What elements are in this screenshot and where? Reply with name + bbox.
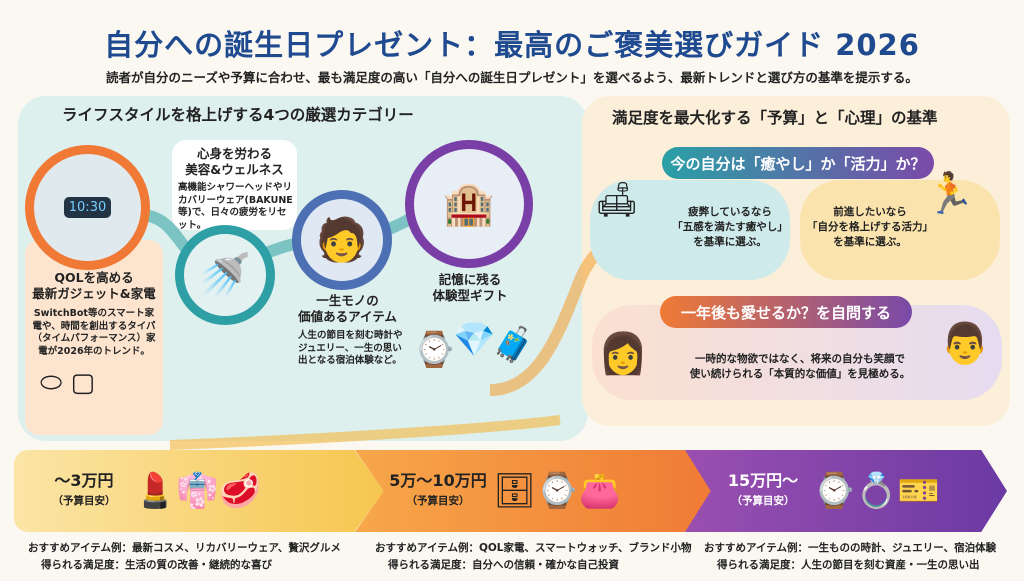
one-year-pill: 一年後も愛せるか？を自問する: [660, 296, 912, 328]
category-card-gadgets: [25, 240, 163, 435]
alarm-clock-icon: 10:30: [63, 197, 112, 218]
category-desc: 高機能シャワーヘッドやリカバリーウェア(BAKUNE等)で、日々の疲労をリセット…: [178, 182, 293, 231]
category-title-line: 美容&ウェルネス: [185, 162, 284, 177]
tier-price: 15万円〜 （予算目安）: [713, 471, 813, 511]
category-title: 記憶に残る体験型ギフト: [415, 272, 525, 304]
watch-icon: ⌚: [813, 471, 856, 511]
steak-plate-icon: 🥩: [218, 471, 262, 511]
person-shower-icon: 🧑: [292, 190, 392, 290]
smart-home-gadgets-icon: 10:30: [25, 145, 150, 270]
ring-icon: 💍: [855, 471, 898, 511]
one-year-text: 一時的な物欲ではなく、将来の自分も笑顔で使い続けられる「本質的な価値」を見極める…: [680, 352, 920, 382]
tier-note-high: おすすめアイテム例：一生ものの時計、ジュエリー、宿泊体験得られる満足度：人生の節…: [704, 540, 996, 574]
category-title-line: 記憶に残る: [438, 272, 502, 287]
woman-phone-icon: 👩: [598, 331, 648, 377]
page-subtitle: 読者が自分のニーズや予算に合わせ、最も満足度の高い「自分への誕生日プレゼント」を…: [106, 70, 918, 85]
category-title-line: 最新ガジェット&家電: [32, 286, 156, 301]
energy-text: 前進したいなら「自分を格上げする活力」を基準に選ぶ。: [800, 205, 940, 250]
category-card-wellness: [172, 140, 297, 230]
price-label: 5万〜10万円: [389, 471, 487, 490]
text-line: 「五感を満たす癒やし」: [672, 221, 788, 233]
healing-text: 疲弊しているなら「五感を満たす癒やし」を基準に選ぶ。: [660, 205, 800, 250]
tier-price: 〜3万円 （予算目安）: [34, 471, 134, 511]
ticket-icon: 🎫: [897, 471, 941, 511]
tier-band-mid: 5万〜10万円 （予算目安） 🗄⌚👛: [355, 450, 715, 532]
recommended-items: おすすめアイテム例：最新コスメ、リカバリーウェア、贅沢グルメ: [28, 542, 341, 554]
necklace-diamond-icon: 💎: [453, 320, 496, 360]
text-line: 「自分を格上げする活力」: [807, 221, 933, 233]
relaxing-person-icon: 🛋: [595, 180, 639, 220]
robot-vacuum-icon: ⬭ ▢: [40, 368, 96, 398]
suitcase-icon: 🧳: [492, 325, 535, 365]
page-title: 自分への誕生日プレゼント：最高のご褒美選びガイド 2026: [104, 28, 920, 62]
tier-band-high: 15万円〜 （予算目安） ⌚💍🎫: [685, 450, 1007, 532]
text-line: 使い続けられる「本質的な価値」を見極める。: [689, 368, 911, 380]
text-line: 前進したいなら: [833, 206, 907, 218]
price-label: 15万円〜: [727, 471, 799, 490]
air-purifier-icon: 🗄: [493, 471, 537, 511]
category-title: 一生モノの価値あるアイテム: [285, 293, 410, 325]
category-title: QOLを高める最新ガジェット&家電: [25, 270, 163, 302]
category-title-line: 一生モノの: [316, 293, 379, 308]
price-sub: （予算目安）: [406, 495, 470, 507]
wallet-icon: 👛: [578, 471, 621, 511]
price-label: 〜3万円: [54, 471, 114, 490]
hotel-room-icon: 🏨: [405, 140, 533, 268]
cosmetics-icon: 💄: [134, 471, 177, 511]
text-line: 疲弊しているなら: [688, 206, 772, 218]
shower-icon: 🚿: [175, 225, 275, 325]
running-person-icon: 🏃: [925, 171, 975, 217]
energy-bubble: [800, 180, 1000, 280]
category-desc: SwitchBot等のスマート家電や、時間を創出するタイパ（タイムパフォーマンス…: [32, 308, 156, 357]
text-line: 一時的な物欲ではなく、将来の自分も笑顔で: [695, 353, 905, 365]
criteria-heading: 満足度を最大化する「予算」と「心理」の基準: [612, 109, 938, 127]
category-desc: 人生の節目を刻む時計やジュエリー、一生の思い出となる宿泊体験など。: [298, 330, 403, 366]
smartwatch-icon: ⌚: [536, 471, 579, 511]
tier-price: 5万〜10万円 （予算目安）: [383, 471, 493, 511]
satisfaction: 得られる満足度：生活の質の改善・継続的な喜び: [41, 559, 272, 571]
recommended-items: おすすめアイテム例：一生ものの時計、ジュエリー、宿泊体験: [704, 542, 997, 554]
satisfaction: 得られる満足度：自分への信頼・確かな自己投資: [388, 559, 619, 571]
price-sub: （予算目安）: [52, 495, 116, 507]
man-phone-icon: 👨: [940, 321, 990, 367]
category-title-line: 心身を労わる: [196, 146, 272, 161]
robe-icon: 👘: [176, 471, 219, 511]
recommended-items: おすすめアイテム例：QOL家電、スマートウォッチ、ブランド小物: [375, 542, 692, 554]
tier-note-low: おすすめアイテム例：最新コスメ、リカバリーウェア、贅沢グルメ得られる満足度：生活…: [28, 540, 341, 574]
category-title: 心身を労わる美容&ウェルネス: [172, 146, 297, 178]
text-line: を基準に選ぶ。: [693, 236, 767, 248]
category-title-line: 体験型ギフト: [432, 288, 508, 303]
satisfaction: 得られる満足度：人生の節目を刻む資産・一生の思い出: [717, 559, 980, 571]
price-sub: （予算目安）: [731, 495, 795, 507]
categories-heading: ライフスタイルを格上げする4つの厳選カテゴリー: [62, 106, 414, 124]
category-title-line: 価値あるアイテム: [298, 309, 397, 324]
category-title-line: QOLを高める: [54, 270, 134, 285]
tier-note-mid: おすすめアイテム例：QOL家電、スマートウォッチ、ブランド小物得られる満足度：自…: [375, 540, 692, 574]
text-line: を基準に選ぶ。: [833, 236, 907, 248]
tier-band-low: 〜3万円 （予算目安） 💄👘🥩: [14, 450, 384, 532]
watch-icon: ⌚: [413, 330, 456, 370]
relax-bubble: [590, 180, 790, 280]
healing-or-energy-pill: 今の自分は「癒やし」か「活力」か？: [662, 147, 934, 179]
